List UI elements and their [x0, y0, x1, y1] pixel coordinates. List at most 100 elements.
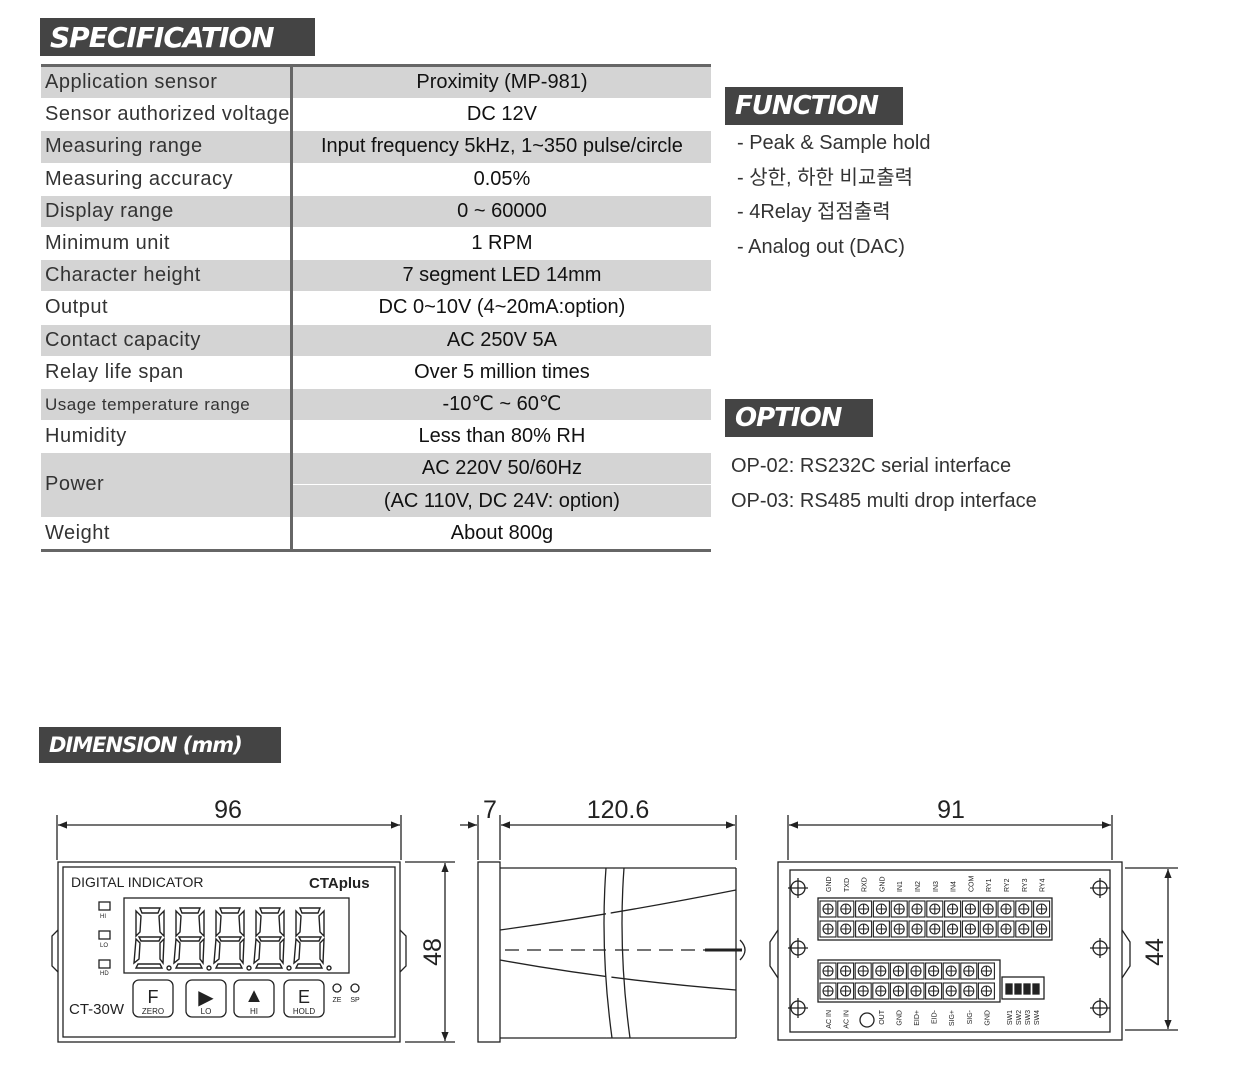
terminal-screw-slot: [876, 924, 887, 934]
terminal-screw-slot: [823, 924, 833, 934]
table-row: Output DC 0~10V (4~20mA:option): [41, 291, 711, 325]
terminal-screw: [961, 920, 979, 938]
rear-width-label: 91: [937, 796, 965, 824]
terminal-screw: [908, 920, 926, 938]
spec-label: Relay life span: [41, 356, 293, 389]
terminal-screw-slot: [893, 966, 904, 976]
key-right-icon: ▶: [198, 987, 214, 1009]
side-body-depth-label: 120.6: [587, 796, 650, 824]
terminal-label: GND: [896, 1010, 903, 1026]
terminal-screw: [944, 920, 962, 938]
indicator-label: ZE: [333, 997, 342, 1004]
spec-label: Measuring range: [41, 130, 293, 164]
terminal-screw-slot: [823, 966, 833, 976]
terminal-screw-slot: [1036, 904, 1047, 914]
terminal-label: GND: [984, 1010, 991, 1026]
specification-header: SPECIFICATION: [40, 18, 315, 56]
spec-value: DC 12V: [291, 98, 711, 132]
terminal-screw-slot: [963, 966, 974, 976]
terminal-screw: [925, 962, 943, 980]
terminal-label: SIG-: [967, 1009, 974, 1024]
spec-value: Proximity (MP-981): [291, 63, 711, 100]
terminal-screw: [872, 900, 890, 918]
terminal-label: RY3: [1022, 878, 1029, 892]
terminal-label: SW3: [1025, 1010, 1032, 1025]
led-label: HI: [100, 914, 106, 920]
spec-label: Minimum unit: [41, 227, 293, 261]
terminal-screw: [960, 982, 978, 1000]
table-row: Relay life span Over 5 million times: [41, 356, 711, 389]
terminal-label: IN2: [915, 881, 922, 892]
terminal-screw-slot: [929, 924, 940, 934]
key-sub: HOLD: [293, 1007, 315, 1016]
spec-value: 0 ~ 60000: [291, 195, 711, 228]
terminal-screw: [1015, 920, 1033, 938]
spec-label: Contact capacity: [41, 324, 293, 357]
spec-value: Less than 80% RH: [291, 420, 711, 454]
front-height-label: 48: [419, 938, 447, 966]
spec-value: AC 220V 50/60Hz: [291, 452, 711, 486]
terminal-screw: [854, 962, 872, 980]
terminal-screw-slot: [911, 966, 921, 976]
terminal-label: RY1: [986, 878, 993, 892]
key-sub: HI: [250, 1007, 258, 1016]
table-row: (AC 110V, DC 24V: option): [41, 484, 711, 518]
terminal-screw-slot: [928, 966, 939, 976]
table-row: Display range 0 ~ 60000: [41, 195, 711, 228]
terminal-screw-slot: [947, 904, 958, 914]
front-width-label: 96: [214, 796, 242, 824]
terminal-screw: [889, 962, 907, 980]
terminal-screw-slot: [983, 904, 994, 914]
spec-label: Power: [41, 452, 293, 518]
rear-view: [769, 815, 1178, 1041]
option-header: OPTION: [725, 399, 873, 437]
terminal-label: GND: [826, 876, 833, 892]
key-sub: ZERO: [142, 1007, 164, 1016]
terminal-screw-slot: [912, 904, 922, 914]
function-header: FUNCTION: [725, 87, 903, 125]
terminal-screw: [907, 982, 925, 1000]
list-item: - 상한, 하한 비교출력: [737, 166, 914, 189]
terminal-label: GND: [879, 876, 886, 892]
side-front-depth-label: 7: [483, 796, 497, 824]
spec-label: Output: [41, 291, 293, 325]
terminal-label: RY4: [1040, 878, 1047, 892]
spec-value: Over 5 million times: [291, 356, 711, 389]
spec-value: -10℃ ~ 60℃: [291, 388, 711, 422]
table-row: Application sensor Proximity (MP-981): [41, 63, 711, 100]
spec-label: Display range: [41, 195, 293, 228]
dimension-drawing: 96 48 DIGITAL INDICATOR CTAplus CT-30W H…: [51, 796, 1178, 1043]
terminal-label: RXD: [862, 877, 869, 892]
terminal-screws: [819, 900, 1051, 1000]
terminal-screw: [872, 982, 890, 1000]
terminal-screw-slot: [858, 966, 869, 976]
table-row: Character height 7 segment LED 14mm: [41, 259, 711, 293]
terminal-label: IN3: [933, 881, 940, 892]
terminal-screw-slot: [928, 986, 939, 996]
table-row: Weight About 800g: [41, 517, 711, 551]
spec-label: Sensor authorized voltage: [41, 98, 293, 132]
terminal-screw: [837, 920, 855, 938]
terminal-label: SW4: [1034, 1010, 1041, 1025]
terminal-screw-slot: [911, 986, 921, 996]
terminal-screw-slot: [1001, 904, 1011, 914]
terminal-screw-slot: [983, 924, 994, 934]
terminal-screw: [1015, 900, 1033, 918]
terminal-screw-slot: [965, 924, 976, 934]
terminal-screw-slot: [894, 904, 905, 914]
terminal-screw-slot: [840, 966, 851, 976]
table-row: Humidity Less than 80% RH: [41, 420, 711, 454]
terminal-screw-slot: [1018, 924, 1029, 934]
terminal-label: AC IN: [844, 1010, 851, 1029]
spec-label: Character height: [41, 259, 293, 293]
terminal-label: IN1: [897, 881, 904, 892]
led-label: HD: [100, 971, 109, 977]
terminal-screw: [925, 982, 943, 1000]
terminal-screw-slot: [981, 986, 992, 996]
spec-label: Usage temperature range: [41, 388, 293, 422]
key-f: F: [148, 987, 159, 1007]
terminal-label: TXD: [844, 878, 851, 892]
spec-label: Application sensor: [41, 63, 293, 100]
spec-label: Humidity: [41, 420, 293, 454]
